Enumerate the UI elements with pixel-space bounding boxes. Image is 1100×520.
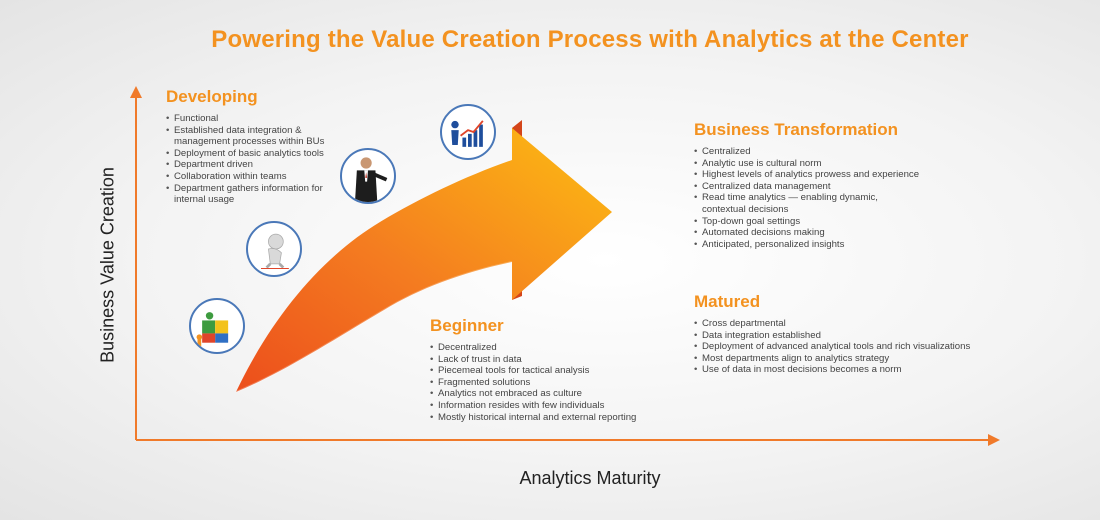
list-item: Deployment of basic analytics tools bbox=[166, 148, 346, 160]
list-item: Piecemeal tools for tactical analysis bbox=[430, 365, 690, 377]
list-item: Data integration established bbox=[694, 330, 1014, 342]
list-item: Fragmented solutions bbox=[430, 377, 690, 389]
stage-items: Centralized Analytic use is cultural nor… bbox=[694, 146, 994, 250]
stage-beginner: Beginner Decentralized Lack of trust in … bbox=[430, 316, 690, 423]
stage-heading: Matured bbox=[694, 292, 761, 311]
list-item: Information resides with few individuals bbox=[430, 400, 690, 412]
list-item: Decentralized bbox=[430, 342, 690, 354]
list-item: Established data integration & managemen… bbox=[166, 125, 346, 148]
list-item: Automated decisions making bbox=[694, 227, 994, 239]
list-item: Centralized data management bbox=[694, 181, 994, 193]
list-item: Deployment of advanced analytical tools … bbox=[694, 341, 1014, 353]
x-axis-label: Analytics Maturity bbox=[519, 468, 661, 488]
list-item: Collaboration within teams bbox=[166, 171, 346, 183]
list-item: Centralized bbox=[694, 146, 994, 158]
page-title: Powering the Value Creation Process with… bbox=[211, 26, 969, 53]
list-item: Use of data in most decisions becomes a … bbox=[694, 364, 1014, 376]
growth-arrow-edge bbox=[235, 261, 513, 393]
list-item: Highest levels of analytics prowess and … bbox=[694, 169, 994, 181]
stage-developing: Developing Functional Established data i… bbox=[166, 87, 346, 206]
list-item: Cross departmental bbox=[694, 318, 1014, 330]
growth-chart-icon bbox=[440, 104, 496, 160]
list-item: Anticipated, personalized insights bbox=[694, 239, 994, 251]
stage-heading: Business Transformation bbox=[694, 120, 899, 139]
stage-matured: Matured Cross departmental Data integrat… bbox=[694, 292, 1014, 376]
list-item: Analytic use is cultural norm bbox=[694, 158, 994, 170]
list-item: Most departments align to analytics stra… bbox=[694, 353, 1014, 365]
list-item: Lack of trust in data bbox=[430, 354, 690, 366]
growth-arrow bbox=[236, 128, 612, 392]
presenter-icon bbox=[340, 148, 396, 204]
x-axis-arrowhead bbox=[988, 434, 1000, 446]
y-axis-label: Business Value Creation bbox=[97, 167, 118, 363]
list-item: Department driven bbox=[166, 159, 346, 171]
list-item: Read time analytics — enabling dynamic, … bbox=[694, 192, 912, 215]
stage-heading: Developing bbox=[166, 87, 258, 106]
thinking-figure-icon bbox=[246, 221, 302, 277]
puzzle-icon bbox=[189, 298, 245, 354]
stage-items: Decentralized Lack of trust in data Piec… bbox=[430, 342, 690, 423]
list-item: Department gathers information for inter… bbox=[166, 183, 346, 206]
stage-items: Functional Established data integration … bbox=[166, 113, 346, 206]
stage-heading: Beginner bbox=[430, 316, 504, 335]
list-item: Analytics not embraced as culture bbox=[430, 388, 690, 400]
list-item: Mostly historical internal and external … bbox=[430, 412, 690, 424]
y-axis-arrowhead bbox=[130, 86, 142, 98]
list-item: Top-down goal settings bbox=[694, 216, 994, 228]
stage-items: Cross departmental Data integration esta… bbox=[694, 318, 1014, 376]
stage-business-transformation: Business Transformation Centralized Anal… bbox=[694, 120, 994, 250]
list-item: Functional bbox=[166, 113, 346, 125]
